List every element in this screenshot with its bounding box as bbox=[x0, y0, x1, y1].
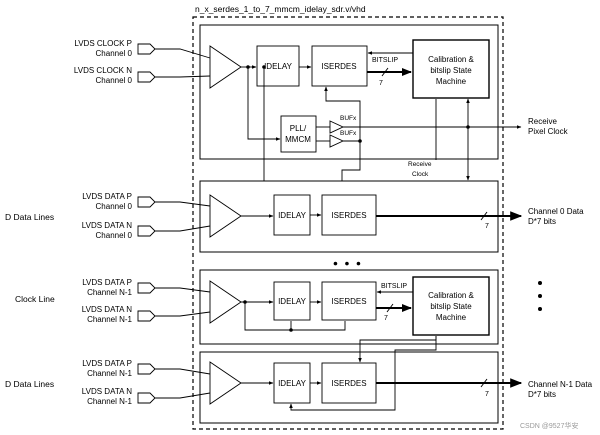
datan1-p-label-2: Channel N-1 bbox=[87, 369, 132, 378]
receive-clock-line-1: Receive bbox=[408, 161, 432, 168]
clock-calibration-box bbox=[412, 39, 490, 99]
bufx-1-label: BUFx bbox=[340, 115, 357, 122]
clock-p-label-1: LVDS CLOCK P bbox=[74, 39, 132, 48]
clk-n1-iserdes-box bbox=[321, 281, 377, 321]
data0-n-label-2: Channel 0 bbox=[96, 231, 133, 240]
ellipsis-dot bbox=[538, 294, 542, 298]
diagram-title: n_x_serdes_1_to_7_mmcm_idelay_sdr.v/vhd bbox=[195, 4, 366, 14]
csdn-watermark: CSDN @9527华安 bbox=[520, 421, 578, 430]
clk-n1-n-pad bbox=[137, 310, 156, 322]
clock-bus-width: 7 bbox=[379, 80, 383, 87]
receive-pixel-clock-line-2: Pixel Clock bbox=[528, 127, 569, 136]
module-boundary bbox=[192, 16, 504, 430]
data0-output-line-1: Channel 0 Data bbox=[528, 207, 584, 216]
clk-n1-p-label-2: Channel N-1 bbox=[87, 288, 132, 297]
datan1-bus-width: 7 bbox=[485, 391, 489, 398]
datan1-n-label-1: LVDS DATA N bbox=[82, 387, 132, 396]
clk-n1-bus-width: 7 bbox=[384, 315, 388, 322]
clock-calibration-line-1: Calibration & bbox=[428, 55, 474, 64]
pll-mmcm-line-2: MMCM bbox=[285, 135, 311, 144]
bufx-2-label: BUFx bbox=[340, 130, 357, 137]
clk-n1-calibration-line-2: bitslip State bbox=[430, 302, 472, 311]
clock-bitslip-label: BITSLIP bbox=[372, 57, 398, 64]
clock-iserdes-box bbox=[311, 45, 368, 87]
clk-n1-p-pad bbox=[137, 282, 156, 294]
datan1-output-line-1: Channel N-1 Data bbox=[528, 380, 593, 389]
clock-p-label-2: Channel 0 bbox=[96, 49, 133, 58]
datan1-n-label-2: Channel N-1 bbox=[87, 397, 132, 406]
data0-idelay-label: IDELAY bbox=[278, 211, 307, 220]
clk-n1-calibration-box bbox=[412, 276, 490, 336]
data0-output-line-2: D*7 bits bbox=[528, 217, 556, 226]
clock-p-pad bbox=[137, 43, 156, 55]
datan1-iserdes-label: ISERDES bbox=[331, 379, 366, 388]
clk-n1-calibration-line-1: Calibration & bbox=[428, 291, 474, 300]
clock-calibration-line-2: bitslip State bbox=[430, 66, 472, 75]
data0-p-label-2: Channel 0 bbox=[96, 202, 133, 211]
group-d-data-lines-bottom: D Data Lines bbox=[5, 379, 54, 389]
ellipsis-dot bbox=[538, 281, 542, 285]
data0-iserdes-box bbox=[321, 194, 377, 236]
ellipsis-dot bbox=[538, 307, 542, 311]
clk-n1-idelay-box bbox=[273, 281, 311, 321]
receive-clock-line-2: Clock bbox=[412, 171, 429, 178]
clk-n1-p-label-1: LVDS DATA P bbox=[82, 278, 132, 287]
datan1-p-label-1: LVDS DATA P bbox=[82, 359, 132, 368]
channel-ellipsis-horizontal: ● ● ● bbox=[333, 258, 363, 268]
clk-n1-bitslip-label: BITSLIP bbox=[381, 283, 407, 290]
clk-n1-input-buffer bbox=[209, 280, 242, 324]
clk-n1-n-label-1: LVDS DATA N bbox=[82, 305, 132, 314]
clk-n1-calibration-line-3: Machine bbox=[436, 313, 467, 322]
clock-idelay-label: IDELAY bbox=[264, 62, 293, 71]
datan1-p-pad bbox=[137, 363, 156, 375]
clk-n1-idelay-label: IDELAY bbox=[278, 297, 307, 306]
group-d-data-lines-top: D Data Lines bbox=[5, 212, 54, 222]
pll-mmcm-line-1: PLL/ bbox=[290, 124, 307, 133]
data0-p-pad bbox=[137, 196, 156, 208]
clock-n-label-2: Channel 0 bbox=[96, 76, 133, 85]
datan1-output-line-2: D*7 bits bbox=[528, 390, 556, 399]
data0-input-buffer bbox=[209, 194, 242, 238]
bufx-1 bbox=[329, 120, 345, 134]
clk-n1-n-label-2: Channel N-1 bbox=[87, 315, 132, 324]
data0-n-pad bbox=[137, 225, 156, 237]
data0-idelay-box bbox=[273, 194, 311, 236]
datan1-input-buffer bbox=[209, 361, 242, 405]
clock-input-buffer bbox=[209, 45, 242, 89]
clock-n-label-1: LVDS CLOCK N bbox=[74, 66, 132, 75]
clk-n1-iserdes-label: ISERDES bbox=[331, 297, 366, 306]
bufx-2 bbox=[329, 134, 345, 148]
pll-mmcm-box bbox=[280, 115, 317, 153]
receive-pixel-clock-line-1: Receive bbox=[528, 117, 557, 126]
clock-iserdes-label: ISERDES bbox=[321, 62, 356, 71]
clock-calibration-line-3: Machine bbox=[436, 77, 467, 86]
data0-bus-width: 7 bbox=[485, 223, 489, 230]
data0-p-label-1: LVDS DATA P bbox=[82, 192, 132, 201]
datan1-idelay-label: IDELAY bbox=[278, 379, 307, 388]
data0-iserdes-label: ISERDES bbox=[331, 211, 366, 220]
data0-n-label-1: LVDS DATA N bbox=[82, 221, 132, 230]
group-clock-line: Clock Line bbox=[15, 294, 55, 304]
clock-n-pad bbox=[137, 71, 156, 83]
datan1-n-pad bbox=[137, 392, 156, 404]
